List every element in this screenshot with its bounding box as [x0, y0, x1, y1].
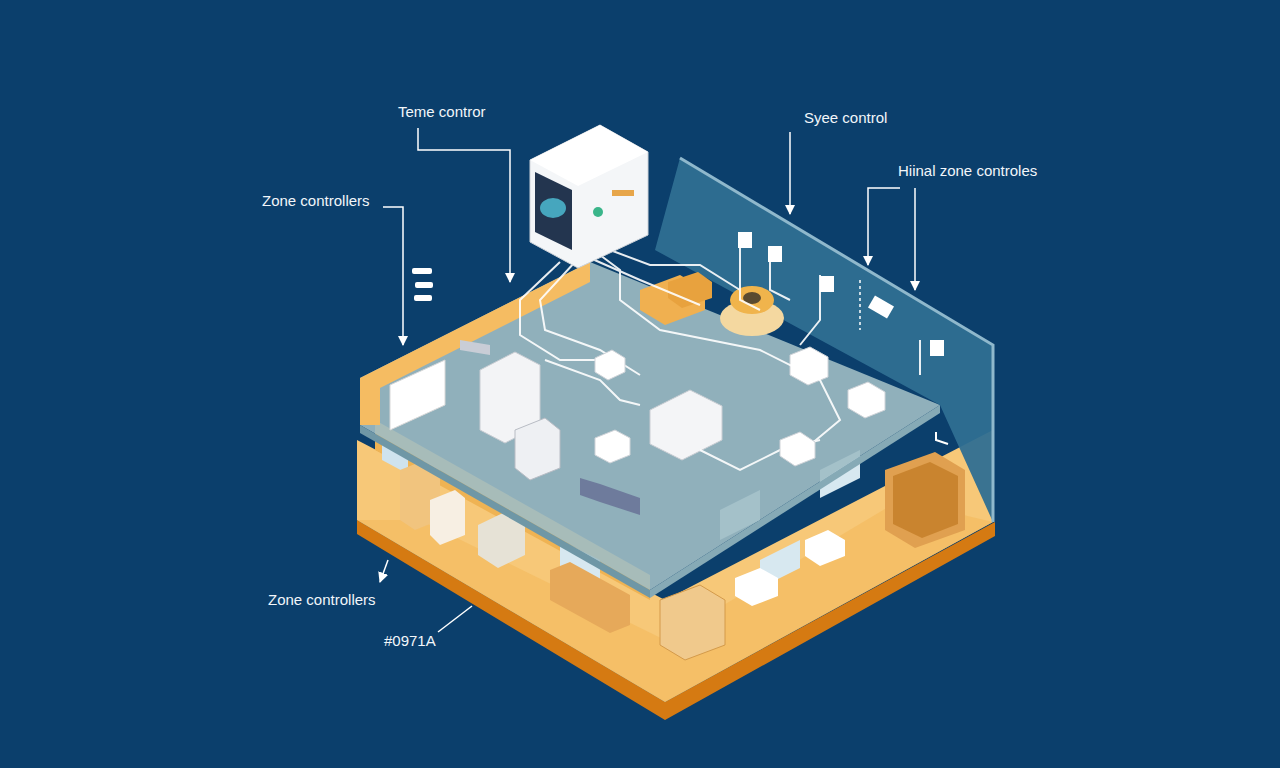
callout-label: Syee control	[804, 109, 887, 127]
callout-label: Zone controllers	[262, 192, 370, 210]
color-code: #0971A	[384, 632, 436, 650]
callout-label: Zone controllers	[268, 591, 376, 609]
callout-label: Hiinal zone controles	[898, 162, 1037, 180]
callout-label: Teme contror	[398, 103, 486, 121]
